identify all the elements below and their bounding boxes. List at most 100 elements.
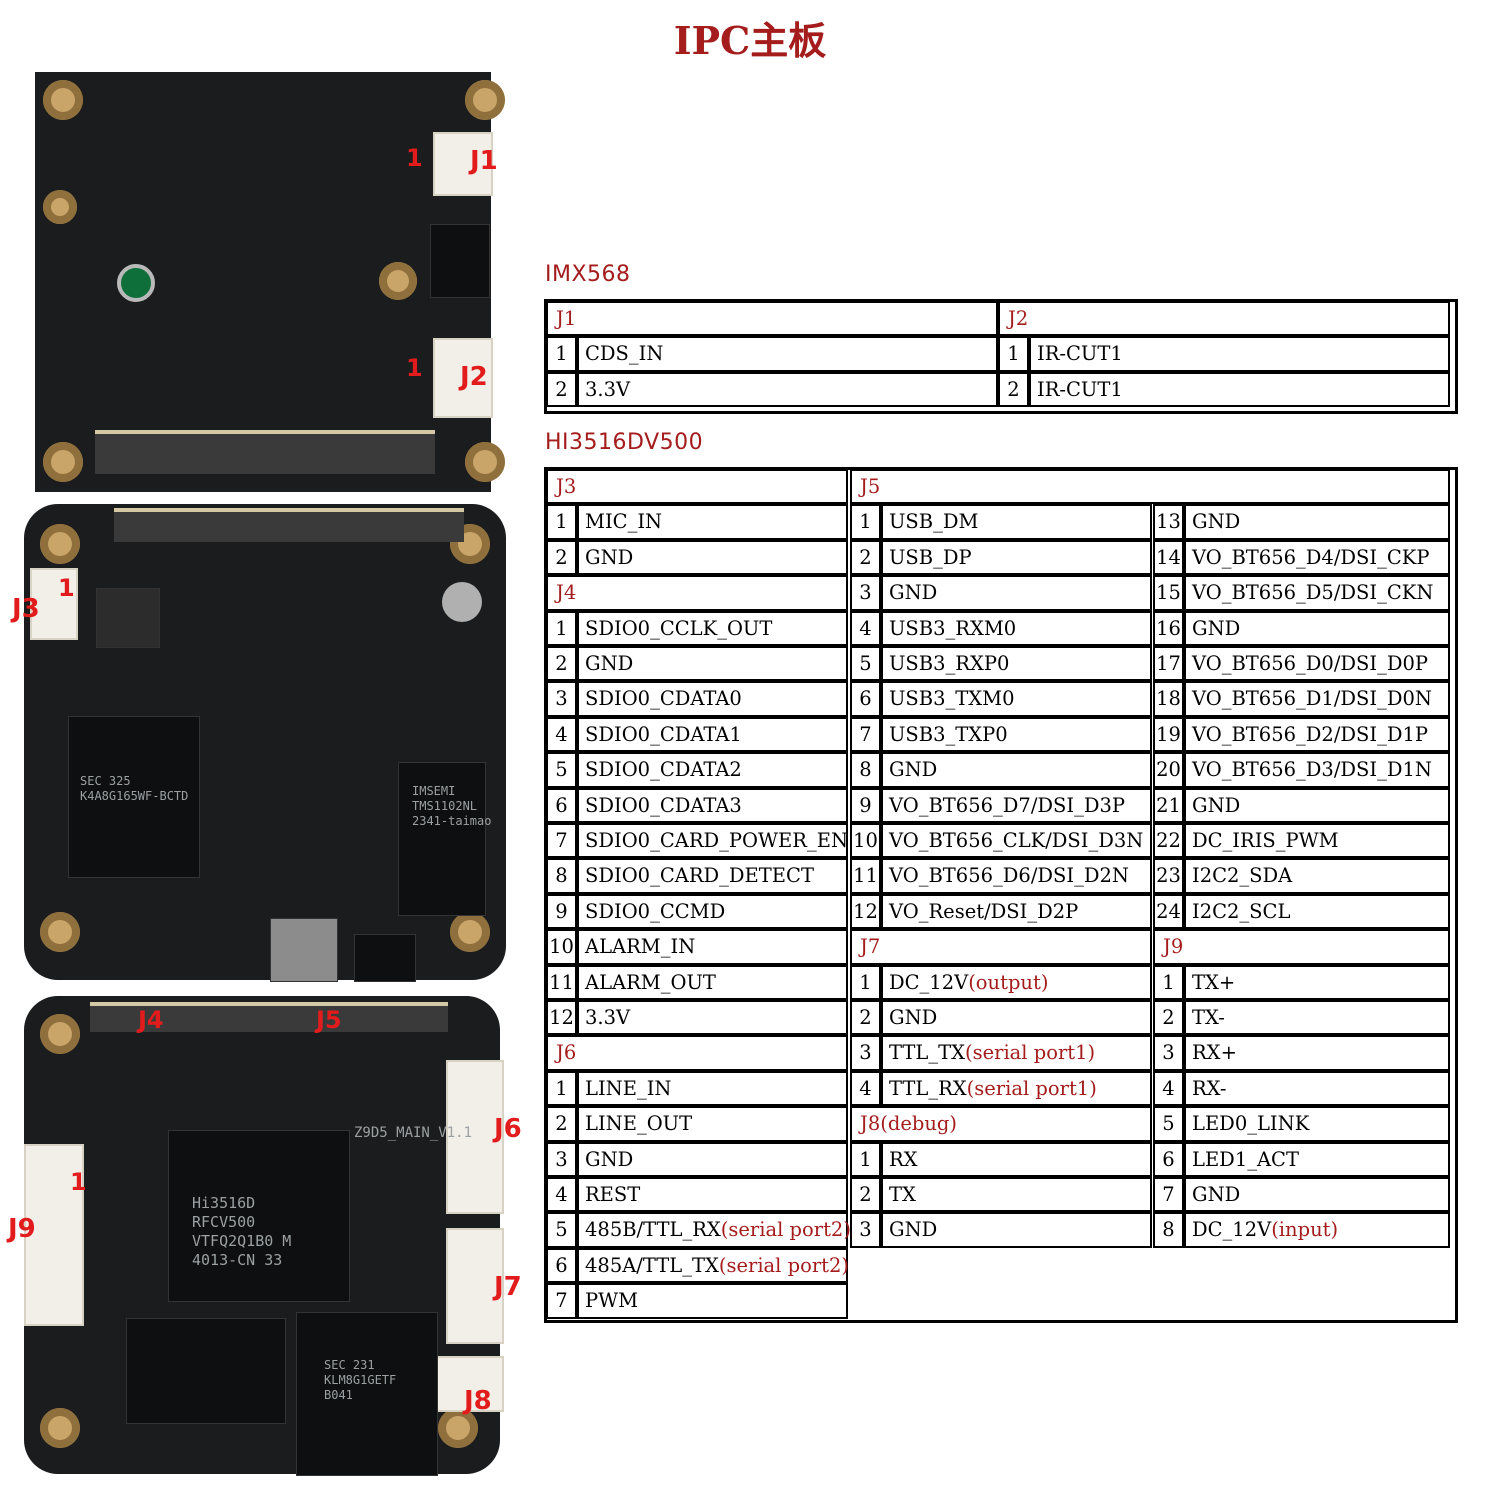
pin-number: 1 [1153, 964, 1184, 1000]
pin-number: 3 [546, 1141, 577, 1177]
pin-number: 15 [1153, 575, 1184, 611]
pin-number: 10 [546, 929, 577, 965]
pin-number: 16 [1153, 610, 1184, 646]
pin-name: USB3_RXP0 [881, 646, 1152, 682]
j4-board-label: J4 [138, 1006, 164, 1034]
pin-number: 2 [546, 371, 577, 408]
pcb-version-text: Z9D5_MAIN_V1.1 [354, 1125, 473, 1141]
j6-board-label: J6 [494, 1114, 522, 1144]
pin-number: 5 [546, 1212, 577, 1248]
pin-name: SDIO0_CARD_POWER_EN [577, 823, 848, 859]
pin-name: TTL_TX(serial port1) [881, 1035, 1152, 1071]
pin-number: 4 [850, 1070, 881, 1107]
j3-board-label: J3 [12, 594, 40, 624]
connector-header-j5: J5 [850, 469, 1450, 505]
pin-number: 7 [546, 1283, 577, 1319]
pin-name: TX+ [1184, 964, 1450, 1000]
pin-number: 2 [850, 539, 881, 576]
pin-name: SDIO0_CDATA2 [577, 752, 848, 788]
pin-note: (serial port1) [966, 1076, 1097, 1100]
pin-name: DC_12V(input) [1184, 1212, 1450, 1248]
pin-name: ALARM_OUT [577, 964, 848, 1000]
pin-name: 485B/TTL_RX(serial port2) [577, 1212, 851, 1248]
pin-number: 5 [546, 752, 577, 788]
pin-name: GND [577, 1141, 848, 1177]
pin-number: 11 [546, 964, 577, 1000]
section-hi3516dv500: HI3516DV500 [545, 430, 704, 455]
pin-name: RX+ [1184, 1035, 1450, 1071]
pin-name: VO_BT656_D6/DSI_D2N [881, 858, 1152, 894]
pin-number: 2 [850, 1000, 881, 1036]
pin-name: GND [881, 575, 1152, 611]
pin-name: PWM [577, 1283, 848, 1319]
pin-number: 2 [546, 1106, 577, 1142]
imx568-board-image: J1 1 J2 1 [35, 72, 505, 492]
pin-number: 9 [850, 787, 881, 823]
pin-number: 14 [1153, 539, 1184, 576]
pin-name: CDS_IN [577, 336, 998, 372]
connector-header-j7: J7 [850, 929, 1152, 965]
pin-name: GND [577, 539, 848, 576]
pin-number: 2 [998, 371, 1029, 408]
pin-name: I2C2_SDA [1184, 858, 1450, 894]
pin-name: LED0_LINK [1184, 1106, 1450, 1142]
pin-number: 6 [546, 787, 577, 823]
pin-name: USB3_TXP0 [881, 716, 1152, 753]
j7-board-label: J7 [494, 1272, 522, 1302]
pin-name: GND [1184, 504, 1450, 540]
pin-name: VO_BT656_D1/DSI_D0N [1184, 681, 1450, 717]
j1-board-label: J1 [470, 146, 498, 176]
pin-number: 3 [1153, 1035, 1184, 1071]
pin-number: 4 [1153, 1070, 1184, 1107]
j1-pin1-label: 1 [406, 144, 423, 172]
pin-number: 1 [850, 1141, 881, 1177]
pin-name: SDIO0_CDATA0 [577, 681, 848, 717]
pin-name: RX [881, 1141, 1152, 1177]
pin-number: 1 [546, 1070, 577, 1107]
pin1-label: 1 [70, 1168, 87, 1196]
j3-pin1-label: 1 [58, 574, 75, 602]
pin-name: VO_BT656_D4/DSI_CKP [1184, 539, 1450, 576]
pin-name: VO_BT656_D7/DSI_D3P [881, 787, 1152, 823]
pin-number: 1 [546, 504, 577, 540]
pin-name: VO_BT656_D3/DSI_D1N [1184, 752, 1450, 788]
section-imx568: IMX568 [545, 262, 631, 287]
pin-name: GND [1184, 787, 1450, 823]
pin-number: 21 [1153, 787, 1184, 823]
pin-name: LINE_IN [577, 1070, 848, 1107]
pin-name: SDIO0_CARD_DETECT [577, 858, 848, 894]
pin-name: SDIO0_CDATA1 [577, 716, 848, 753]
pin-number: 7 [850, 716, 881, 753]
connector-header: J2 [998, 301, 1450, 337]
pin-number: 11 [850, 858, 881, 894]
pin-number: 1 [546, 610, 577, 646]
pin-name: REST [577, 1177, 848, 1213]
pin-number: 4 [850, 610, 881, 646]
pin-number: 3 [850, 1212, 881, 1248]
pin-name: TX- [1184, 1000, 1450, 1036]
pin-number: 5 [850, 646, 881, 682]
pin-number: 13 [1153, 504, 1184, 540]
pin-name: 485A/TTL_TX(serial port2) [577, 1247, 849, 1284]
ddr-chip-text: SEC 325 K4A8G165WF-BCTD [80, 774, 189, 803]
pin-name: USB3_RXM0 [881, 610, 1152, 646]
pin-name: MIC_IN [577, 504, 848, 540]
pin-name: RX- [1184, 1070, 1450, 1107]
j2-board-label: J2 [460, 362, 488, 392]
pin-number: 8 [546, 858, 577, 894]
hi3516-board-bottom-image: Hi3516D RFCV500 VTFQ2Q1B0 M 4013-CN 33 S… [8, 996, 522, 1476]
pin-number: 24 [1153, 893, 1184, 930]
pin-name: DC_IRIS_PWM [1184, 823, 1450, 859]
pin-number: 7 [546, 823, 577, 859]
pin-number: 19 [1153, 716, 1184, 753]
pin-number: 17 [1153, 646, 1184, 682]
pin-number: 1 [850, 964, 881, 1000]
pin-name: 3.3V [577, 371, 998, 408]
pin-number: 7 [1153, 1177, 1184, 1213]
pin-name: LED1_ACT [1184, 1141, 1450, 1177]
pin-number: 3 [850, 1035, 881, 1071]
pin-number: 8 [1153, 1212, 1184, 1248]
pin-number: 4 [546, 716, 577, 753]
pin-number: 6 [546, 1247, 577, 1284]
pin-number: 9 [546, 893, 577, 930]
